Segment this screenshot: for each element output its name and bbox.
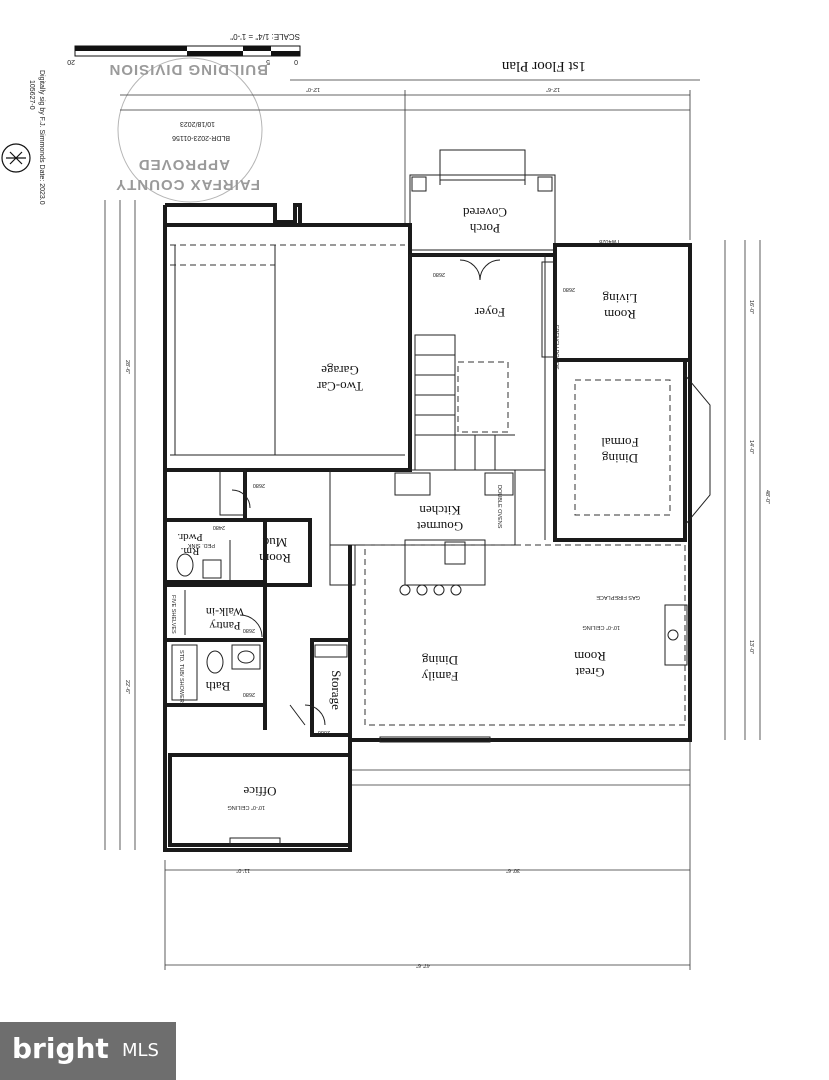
dim-5: 14'-0" xyxy=(748,440,754,454)
dimension-lines xyxy=(104,79,761,970)
room-two-car-garage-1: Two-Car xyxy=(316,379,363,394)
label-window-tag: TW4028 xyxy=(599,238,620,244)
bath: Bath STD. TUB/ SHOWER 2680 xyxy=(163,638,267,707)
dim-10: 16'-0" xyxy=(748,300,754,314)
room-great-room-1: Great xyxy=(575,665,604,680)
room-mud-room-1: Mud xyxy=(262,535,287,550)
mud-room: Mud Room 2680 xyxy=(219,469,312,587)
room-bath: Bath xyxy=(205,679,230,694)
label-door-2680-e: 2680 xyxy=(433,271,445,277)
room-family-dining-2: Dining xyxy=(421,653,458,668)
garage: Two-Car Garage xyxy=(163,223,412,472)
dim-3: 28'-6" xyxy=(124,360,130,374)
dimension-labels: 12'-0" 12'-6" 28'-6" 22'-6" 14'-0" 48'-0… xyxy=(124,86,770,968)
stamp-date: 10/18/2023 xyxy=(180,120,215,127)
room-gourmet-kitchen-1: Gourmet xyxy=(417,519,464,534)
signature-id: 105627-0 xyxy=(28,80,35,110)
label-double-ovens: DOUBLE OVENS xyxy=(496,485,502,529)
label-ceiling-great: 10'-0" CEILING xyxy=(582,624,620,630)
dim-4: 22'-6" xyxy=(124,680,130,694)
room-formal-dining-2: Dining xyxy=(601,451,638,466)
stamp-line2: APPROVED xyxy=(138,156,230,173)
label-door-2680-a: 2680 xyxy=(253,482,265,488)
gourmet-kitchen: Gourmet Kitchen DOUBLE OVENS xyxy=(329,469,516,596)
signature-seal-icon xyxy=(1,143,31,173)
label-door-2080: 2080 xyxy=(318,729,330,735)
walk-in-pantry: Walk-in Pantry FIVE SHELVES 2680 xyxy=(163,583,267,642)
storage: Storage 2080 xyxy=(289,638,352,737)
dim-6: 48'-0" xyxy=(764,490,770,504)
room-pwdr-rm-1: Pwdr. xyxy=(177,531,203,543)
stamp-line3: BUILDING DIVISION xyxy=(108,61,268,78)
label-shower: STD. TUB/ SHOWER xyxy=(178,650,184,703)
room-living-room-2: Room xyxy=(604,307,636,322)
room-covered-porch-1: Covered xyxy=(462,205,507,220)
foyer: Foyer xyxy=(409,254,546,471)
label-ceiling-office: 10'-0" CEILING xyxy=(227,804,265,810)
room-pwdr-rm-2: Rm. xyxy=(180,545,199,557)
room-family-dining-1: Family xyxy=(421,669,458,684)
label-five-shelves: FIVE SHELVES xyxy=(170,595,176,634)
dim-9: 11'-0" xyxy=(236,867,250,873)
dim-11: 13'-0" xyxy=(748,640,754,654)
signature-text: Digitally sig by F.J. Simmonds Date: 202… xyxy=(38,70,45,205)
formal-dining: Formal Dining xyxy=(553,358,711,542)
room-great-room-2: Room xyxy=(574,649,606,664)
scale-tick-5: 5 xyxy=(266,58,270,65)
label-door-2480: 2480 xyxy=(213,524,225,530)
scale-tick-20: 20 xyxy=(67,58,75,65)
stamp-permit: BLDR-2023-01156 xyxy=(172,134,230,141)
covered-porch: Covered Porch xyxy=(409,149,556,251)
room-formal-dining-1: Formal xyxy=(601,435,639,450)
room-foyer: Foyer xyxy=(474,305,505,320)
digital-signature: Digitally sig by F.J. Simmonds Date: 202… xyxy=(28,70,45,205)
great-room: Family Dining Great Room GAS FIREPLACE 1… xyxy=(364,544,688,743)
label-door-2680-d: 2680 xyxy=(563,286,575,292)
room-living-room-1: Living xyxy=(602,291,637,306)
powder-room: Pwdr. Rm. PED. SINK 2480 xyxy=(163,518,267,584)
scale-bar: SCALE: 1/4" = 1'-0" 20 5 0 xyxy=(67,32,301,65)
dim-7: 47'-6" xyxy=(416,962,430,968)
label-door-2680-b: 2680 xyxy=(243,627,255,633)
label-gas-fireplace: GAS FIREPLACE xyxy=(596,594,640,600)
scale-label: SCALE: 1/4" = 1'-0" xyxy=(230,32,300,41)
bright-mls-logo: bright MLS xyxy=(0,1022,176,1080)
room-walk-in-pantry-2: Pantry xyxy=(209,619,240,633)
dim-2: 12'-6" xyxy=(546,86,560,92)
scale-tick-0: 0 xyxy=(294,58,298,65)
label-french-doors: FRENCH DOORS xyxy=(553,325,559,370)
label-ped-sink: PED. SINK xyxy=(187,542,215,548)
logo-brand: bright xyxy=(12,1032,109,1065)
label-door-2680-c: 2680 xyxy=(243,691,255,697)
living-room: Living Room FRENCH DOORS xyxy=(541,243,692,370)
stamp-line1: FAIRFAX COUNTY xyxy=(115,176,260,193)
room-gourmet-kitchen-2: Kitchen xyxy=(419,503,461,518)
room-walk-in-pantry-1: Walk-in xyxy=(206,605,244,619)
office: Office 10'-0" CEILING xyxy=(168,753,352,847)
dim-8: 30'-6" xyxy=(506,867,520,873)
plan-title: 1st Floor Plan xyxy=(501,58,586,74)
approval-stamp: FAIRFAX COUNTY APPROVED BUILDING DIVISIO… xyxy=(108,57,268,203)
room-two-car-garage-2: Garage xyxy=(321,363,359,378)
room-covered-porch-2: Porch xyxy=(469,221,500,236)
dim-1: 12'-0" xyxy=(306,86,320,92)
room-mud-room-2: Room xyxy=(259,551,291,566)
interior-walls xyxy=(165,255,546,740)
room-office: Office xyxy=(243,784,276,799)
room-storage: Storage xyxy=(329,670,344,710)
logo-suffix: MLS xyxy=(122,1040,159,1061)
